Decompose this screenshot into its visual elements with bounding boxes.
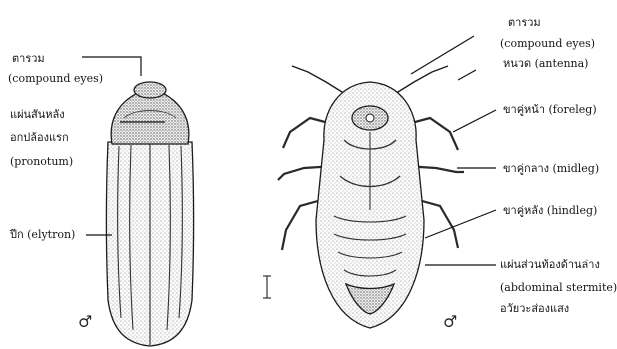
label-pronotum-thai-1: แผ่นสันหลัง (10, 108, 65, 121)
label-pronotum-thai-2: อกปล้องแรก (10, 131, 69, 144)
label-left-compound-eyes-english: (compound eyes) (8, 72, 103, 85)
label-right-compound-eyes-thai: ตารวม (508, 16, 541, 29)
label-sternite-english: (abdominal stermite) (500, 281, 617, 294)
male-symbol-left: ♂ (78, 312, 92, 331)
head-shape (134, 82, 166, 98)
label-foreleg: ขาคู่หน้า (foreleg) (503, 103, 597, 116)
label-light-organ: อวัยวะส่องแสง (500, 302, 569, 315)
ventral-beetle-drawing (278, 66, 464, 328)
label-left-compound-eyes-thai: ตารวม (12, 52, 45, 65)
scale-bar (263, 276, 271, 298)
label-right-compound-eyes-english: (compound eyes) (500, 37, 595, 50)
label-elytron: ปีก (elytron) (10, 228, 75, 241)
male-symbol-right: ♂ (443, 312, 457, 331)
label-pronotum-english: (pronotum) (10, 155, 73, 168)
label-hindleg: ขาคู่หลัง (hindleg) (503, 204, 597, 217)
label-sternite-thai: แผ่นส่วนท้องด้านล่าง (500, 258, 600, 271)
label-antenna: หนวด (antenna) (503, 57, 588, 70)
label-midleg: ขาคู่กลาง (midleg) (503, 162, 599, 175)
